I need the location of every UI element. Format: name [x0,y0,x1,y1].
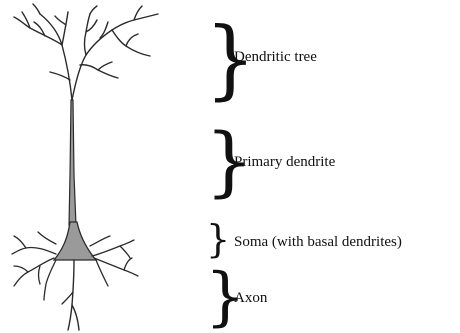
dendritic-tree-annotation: } Dendritic tree [205,9,317,110]
soma-body [54,222,96,260]
axon-label: Axon [234,290,268,306]
axon-fiber [62,260,79,330]
soma-brace: } [206,217,230,261]
dendritic-tree-branches [14,4,158,100]
soma-annotation: } Soma (with basal dendrites) [206,217,402,261]
primary-dendrite-label: Primary dendrite [234,154,336,170]
neuron-drawing [12,4,158,330]
axon-annotation: } Axon [205,260,268,333]
soma-label: Soma (with basal dendrites) [234,234,402,250]
dendritic-tree-label: Dendritic tree [234,49,317,65]
primary-dendrite-annotation: } Primary dendrite [205,116,336,205]
primary-dendrite-trunk [69,100,76,225]
